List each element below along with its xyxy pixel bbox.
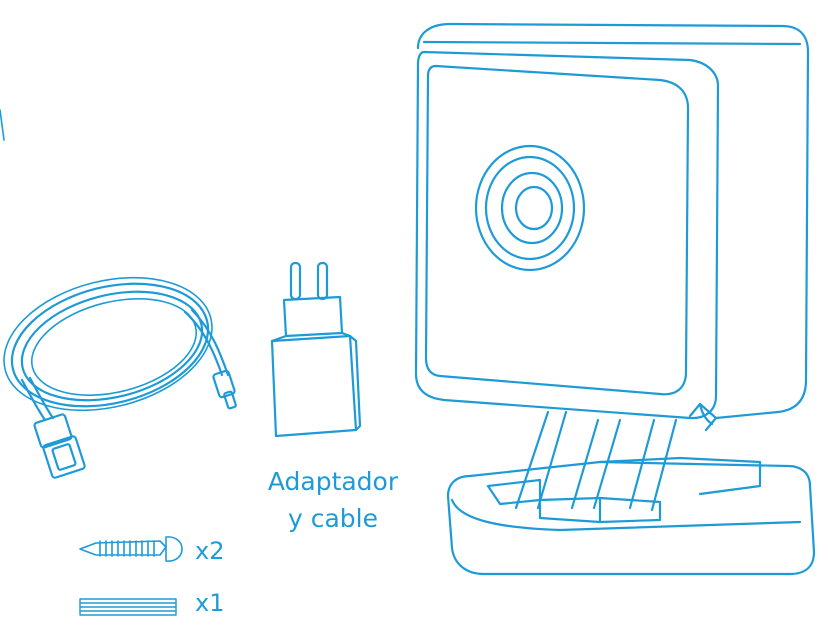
adapter-and-cable-label: Adaptador y cable: [238, 463, 428, 537]
adapter-label-line1: Adaptador: [267, 467, 399, 496]
adhesive-strip-icon: [79, 598, 177, 616]
tape-quantity: x1: [195, 589, 225, 617]
camera-icon: [414, 22, 816, 576]
screw-icon: [79, 536, 183, 562]
power-adapter-icon: [270, 261, 362, 438]
adapter-label-line2: y cable: [287, 504, 378, 533]
screws-quantity: x2: [195, 537, 225, 565]
usb-cable-icon: [0, 109, 237, 479]
